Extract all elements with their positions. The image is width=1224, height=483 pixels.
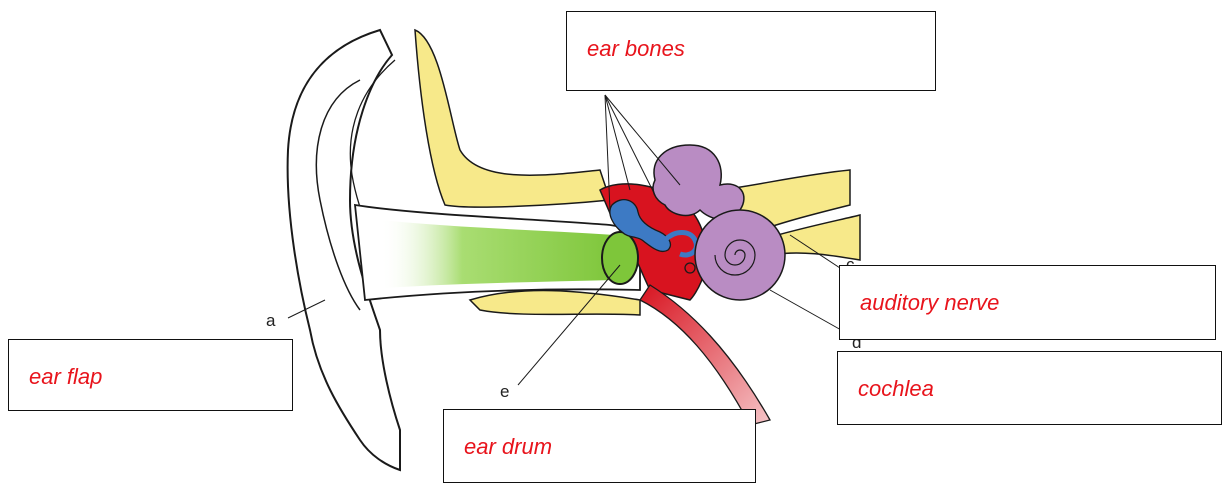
letter-a: a (266, 312, 275, 329)
label-box-ear-bones: ear bones (566, 11, 936, 91)
label-ear-flap: ear flap (29, 366, 102, 388)
semicircular-canals (653, 145, 744, 219)
cochlea-body (695, 210, 785, 300)
label-box-ear-flap: ear flap (8, 339, 293, 411)
letter-e: e (500, 383, 509, 400)
ear-drum-membrane (602, 232, 638, 284)
eustachian-tube (640, 285, 770, 425)
pointer-ear-bones-3 (605, 95, 655, 195)
label-box-auditory-nerve: auditory nerve (839, 265, 1216, 340)
label-ear-drum: ear drum (464, 436, 552, 458)
label-auditory-nerve: auditory nerve (860, 292, 999, 314)
label-cochlea: cochlea (858, 378, 934, 400)
skull-bone-lower (470, 291, 640, 315)
label-box-ear-drum: ear drum (443, 409, 756, 483)
label-ear-bones: ear bones (587, 38, 685, 60)
label-box-cochlea: cochlea (837, 351, 1222, 425)
pointer-d (770, 290, 850, 335)
pointer-ear-bones-4 (605, 95, 680, 185)
